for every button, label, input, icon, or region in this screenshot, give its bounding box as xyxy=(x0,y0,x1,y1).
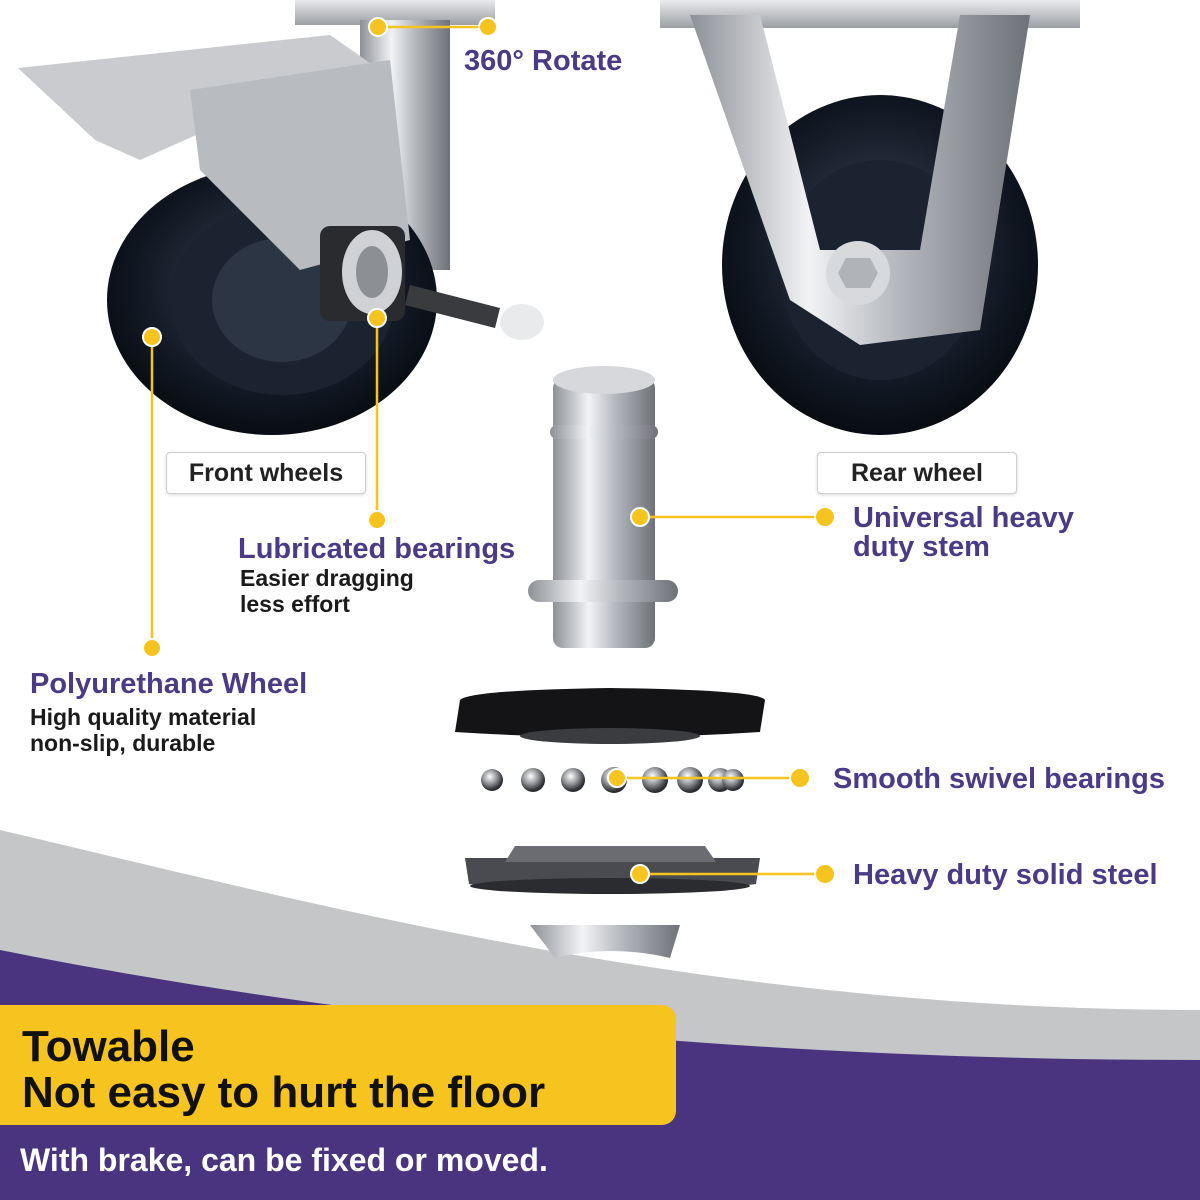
callout-lines xyxy=(150,25,825,876)
bearing-ball-icon xyxy=(481,767,744,793)
top-race xyxy=(455,688,765,737)
polyurethane-desc-2: non-slip, durable xyxy=(30,730,216,756)
towable-banner: Towable Not easy to hurt the floor xyxy=(0,1005,676,1125)
bearing-ball xyxy=(722,769,744,791)
footer-text: With brake, can be fixed or moved. xyxy=(20,1142,548,1178)
bearing-ball xyxy=(521,768,545,792)
polyurethane-desc-1: High quality material xyxy=(30,704,257,730)
polyurethane-title: Polyurethane Wheel xyxy=(30,668,308,700)
lubricated-desc-1: Easier dragging xyxy=(240,565,414,591)
front-wheels-label: Front wheels xyxy=(166,452,366,494)
swivel-bearings-label: Smooth swivel bearings xyxy=(833,763,1165,795)
solid-steel-label: Heavy duty solid steel xyxy=(853,859,1158,891)
rigid-caster-wheel-icon xyxy=(660,0,1080,435)
stem-label-2: duty stem xyxy=(853,531,990,563)
stem-label-1: Universal heavy xyxy=(853,502,1074,534)
rotate-label: 360° Rotate xyxy=(464,45,623,77)
banner-title: Towable xyxy=(22,1022,195,1071)
stem-icon xyxy=(528,366,678,648)
callout-dots xyxy=(142,17,836,885)
bearing-ball xyxy=(642,767,668,793)
bearing-ball xyxy=(481,769,503,791)
swivel-caster-wheel-icon xyxy=(18,0,544,435)
lubricated-bearings-title: Lubricated bearings xyxy=(238,533,516,565)
rear-wheel-label: Rear wheel xyxy=(817,452,1017,494)
lubricated-desc-2: less effort xyxy=(240,591,350,617)
nut xyxy=(530,925,680,958)
steel-plate-icon xyxy=(465,846,760,958)
banner-subtitle: Not easy to hurt the floor xyxy=(22,1068,546,1117)
bearing-ball xyxy=(677,767,703,793)
bearing-ball xyxy=(561,768,585,792)
